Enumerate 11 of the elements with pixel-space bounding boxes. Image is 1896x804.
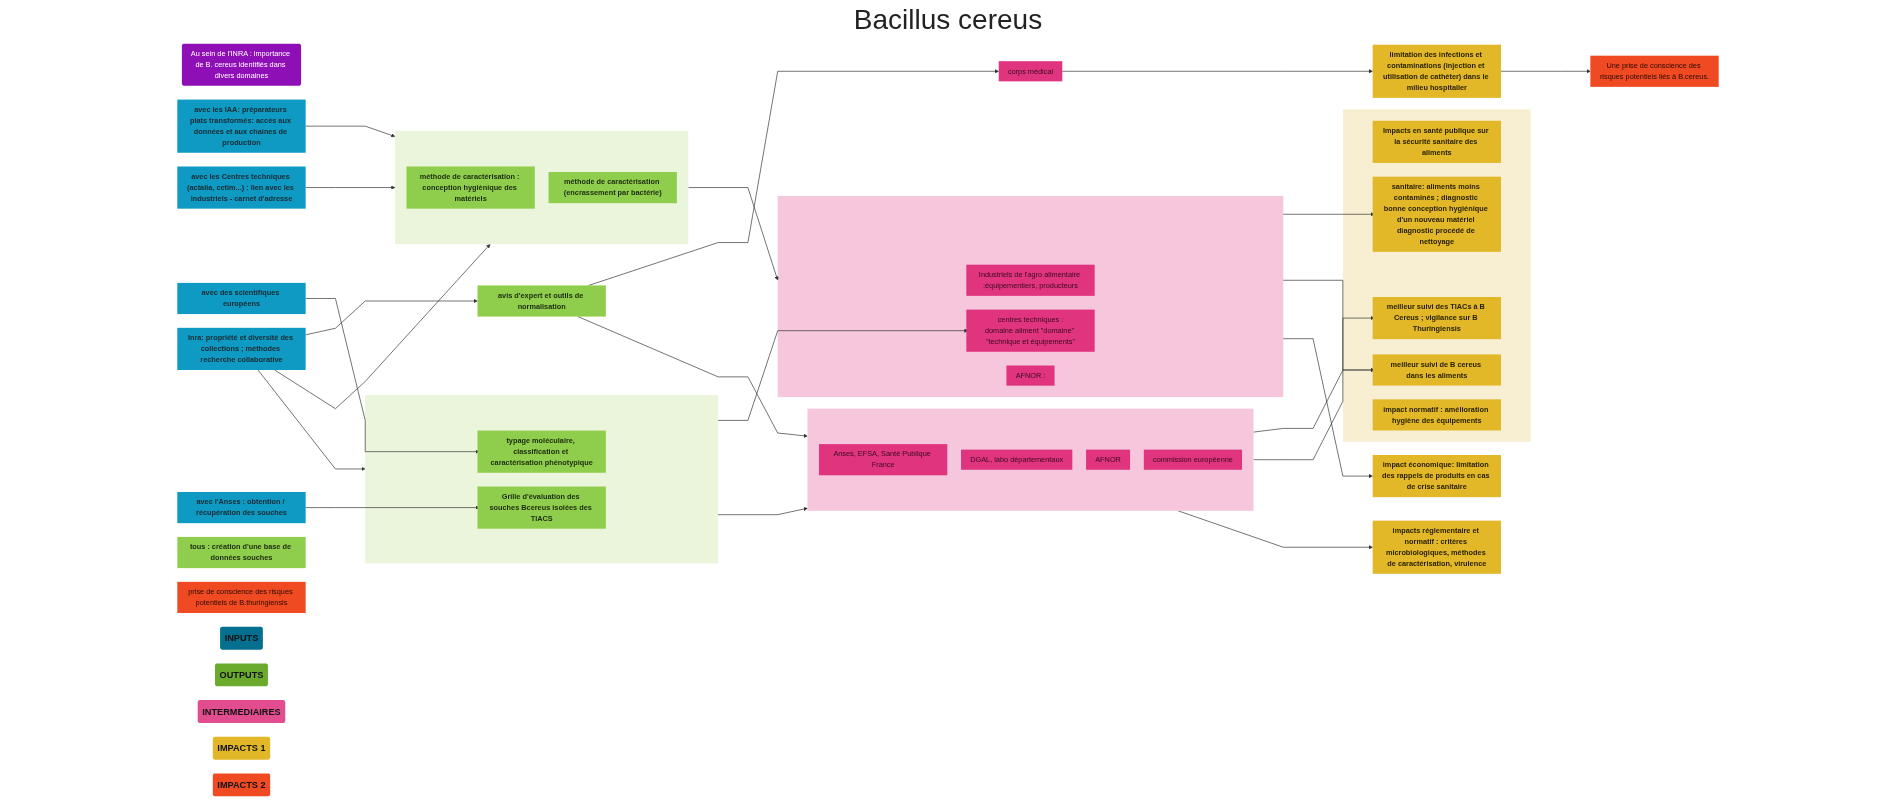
node-box: IMPACTS 1 xyxy=(212,736,271,760)
cluster xyxy=(395,131,689,245)
node-box: OUTPUTS xyxy=(215,663,268,687)
cluster xyxy=(777,195,1284,398)
cluster xyxy=(365,394,719,564)
node-box: IMPACTS 2 xyxy=(212,773,271,797)
node-box: INPUTS xyxy=(220,626,263,650)
node-box: INTERMEDIAIRES xyxy=(197,700,286,723)
cluster xyxy=(1342,109,1531,442)
diagram-title: Bacillus cereus xyxy=(852,3,1044,37)
cluster xyxy=(807,408,1254,511)
